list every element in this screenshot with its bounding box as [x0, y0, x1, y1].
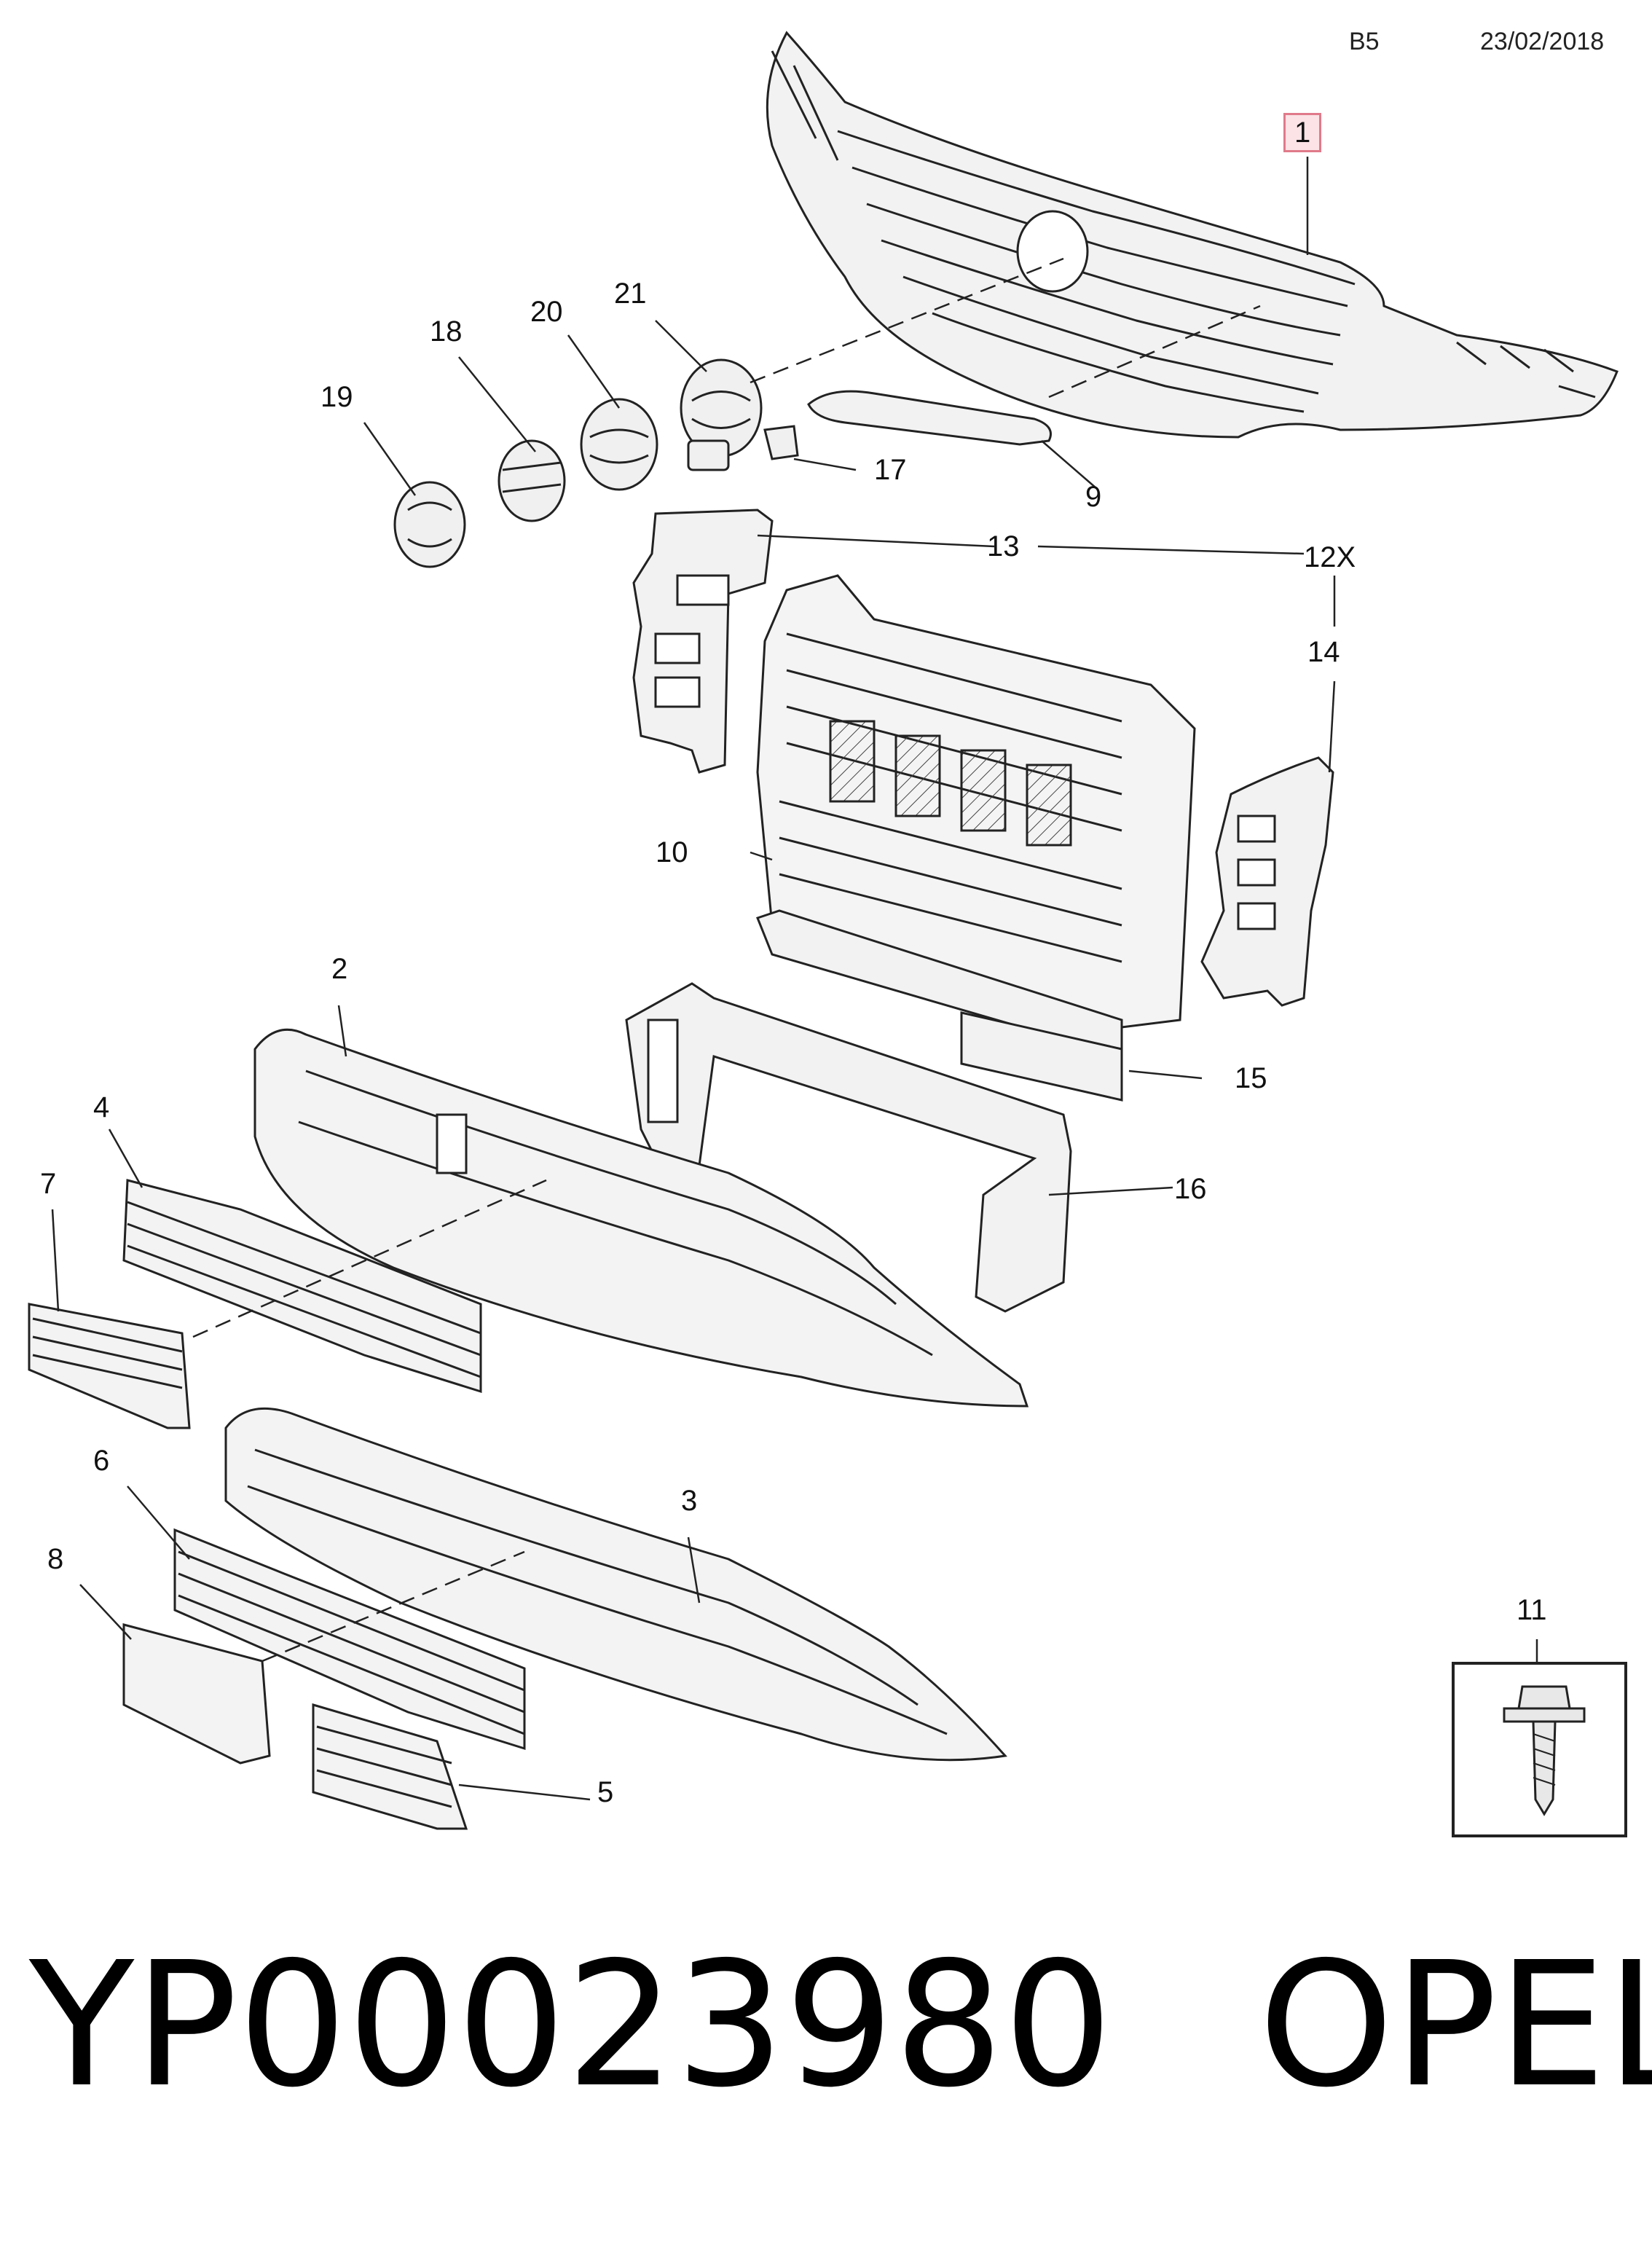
callout-21[interactable]: 21 — [614, 278, 647, 310]
upper-grille-part — [766, 31, 1618, 439]
callout-3[interactable]: 3 — [681, 1485, 698, 1517]
right-air-baffle-part — [1200, 756, 1334, 1007]
trim-strip-part — [807, 390, 1052, 446]
callout-11[interactable]: 11 — [1517, 1594, 1547, 1626]
callout-17[interactable]: 17 — [874, 454, 907, 486]
callout-13[interactable]: 13 — [987, 530, 1020, 562]
leader-lines — [51, 157, 1538, 1801]
diagram-date: 23/02/2018 — [1480, 28, 1605, 55]
diagram-code: B5 — [1349, 28, 1380, 55]
callout-6[interactable]: 6 — [93, 1445, 110, 1477]
callout-9[interactable]: 9 — [1085, 481, 1102, 513]
middle-insert-parts — [28, 1179, 482, 1429]
callout-18[interactable]: 18 — [430, 315, 463, 348]
callout-10[interactable]: 10 — [656, 836, 688, 868]
callout-1[interactable]: 1 — [1283, 113, 1322, 152]
callout-2[interactable]: 2 — [331, 953, 348, 985]
emblem-parts — [393, 358, 799, 568]
lower-grille-part — [224, 1407, 1007, 1762]
lower-insert-parts — [122, 1528, 526, 1830]
part-number: YP00023980 — [29, 1925, 1113, 2125]
callout-7[interactable]: 7 — [40, 1168, 57, 1200]
callout-19[interactable]: 19 — [320, 381, 353, 413]
lower-deflector-part — [756, 909, 1123, 1102]
callout-16[interactable]: 16 — [1174, 1173, 1207, 1205]
part-number-footer: YP00023980OPEL — [29, 1934, 1652, 2116]
callout-12x[interactable]: 12X — [1304, 541, 1356, 573]
active-grille-shutter-part — [756, 574, 1196, 1029]
callout-15[interactable]: 15 — [1235, 1062, 1267, 1094]
bolt-detail — [1452, 1662, 1627, 1837]
callout-8[interactable]: 8 — [47, 1543, 64, 1575]
left-air-baffle-part — [632, 509, 774, 774]
callout-14[interactable]: 14 — [1307, 636, 1340, 668]
dashed-alignment-lines — [192, 257, 1261, 1663]
callout-20[interactable]: 20 — [530, 296, 563, 328]
brand-name: OPEL — [1258, 1925, 1652, 2125]
callout-5[interactable]: 5 — [597, 1776, 614, 1808]
callout-4[interactable]: 4 — [93, 1091, 110, 1123]
middle-grille-part — [253, 1028, 1029, 1408]
